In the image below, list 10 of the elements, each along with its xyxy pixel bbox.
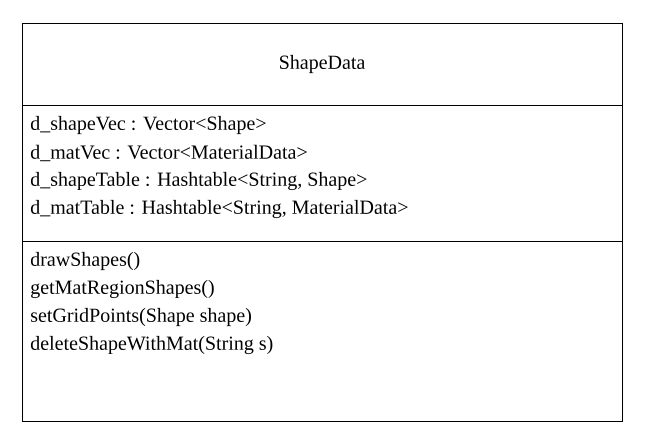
method-text: drawShapes() (30, 252, 140, 270)
attribute-text: d_shapeTable : Hashtable<String, Shape> (30, 172, 366, 190)
attribute-text: d_matVec : Vector<MaterialData> (30, 144, 307, 162)
method-text: deleteShapeWithMat(String s) (30, 336, 272, 354)
method-text: getMatRegionShapes() (31, 280, 214, 298)
attribute-text: d_shapeVec : Vector<Shape> (30, 116, 266, 134)
compartment (22, 241, 623, 422)
compartment (22, 105, 623, 242)
attribute-text: d_matTable : Hashtable<String, MaterialData> (30, 200, 408, 218)
method-text: setGridPoints(Shape shape) (31, 308, 251, 326)
